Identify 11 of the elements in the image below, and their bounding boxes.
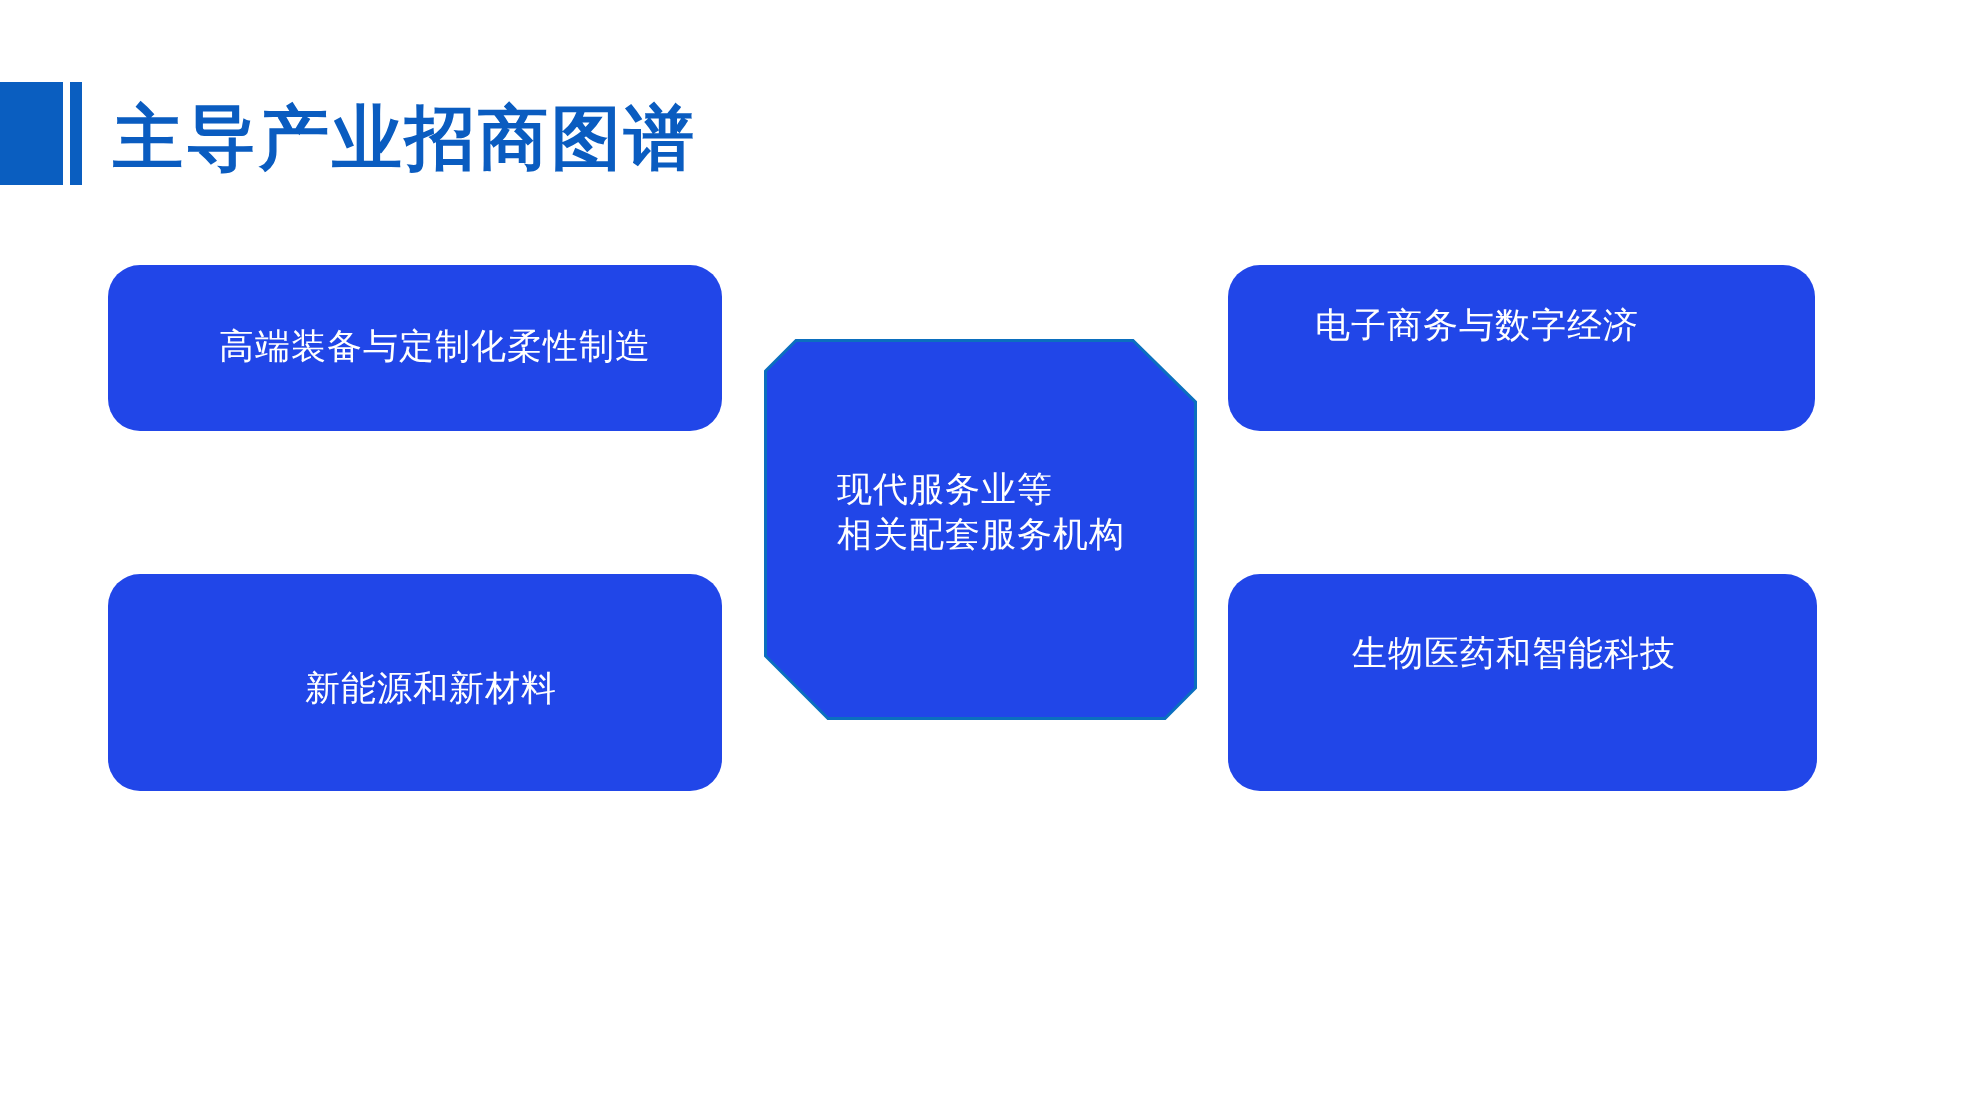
rounded-panel (108, 574, 722, 791)
rounded-panel (1228, 265, 1815, 431)
node-text: 生物医药和智能科技 (1352, 632, 1676, 675)
title: 主导产业招商图谱 (113, 96, 697, 181)
node-text: 电子商务与数字经济 (1315, 304, 1639, 347)
node-text: 高端装备与定制化柔性制造 (219, 325, 651, 368)
node-text: 现代服务业等相关配套服务机构 (837, 468, 1126, 556)
octagon-panel (764, 339, 1197, 720)
rounded-panel (1228, 574, 1817, 791)
rounded-panel (108, 265, 722, 431)
node-text: 新能源和新材料 (305, 667, 557, 710)
